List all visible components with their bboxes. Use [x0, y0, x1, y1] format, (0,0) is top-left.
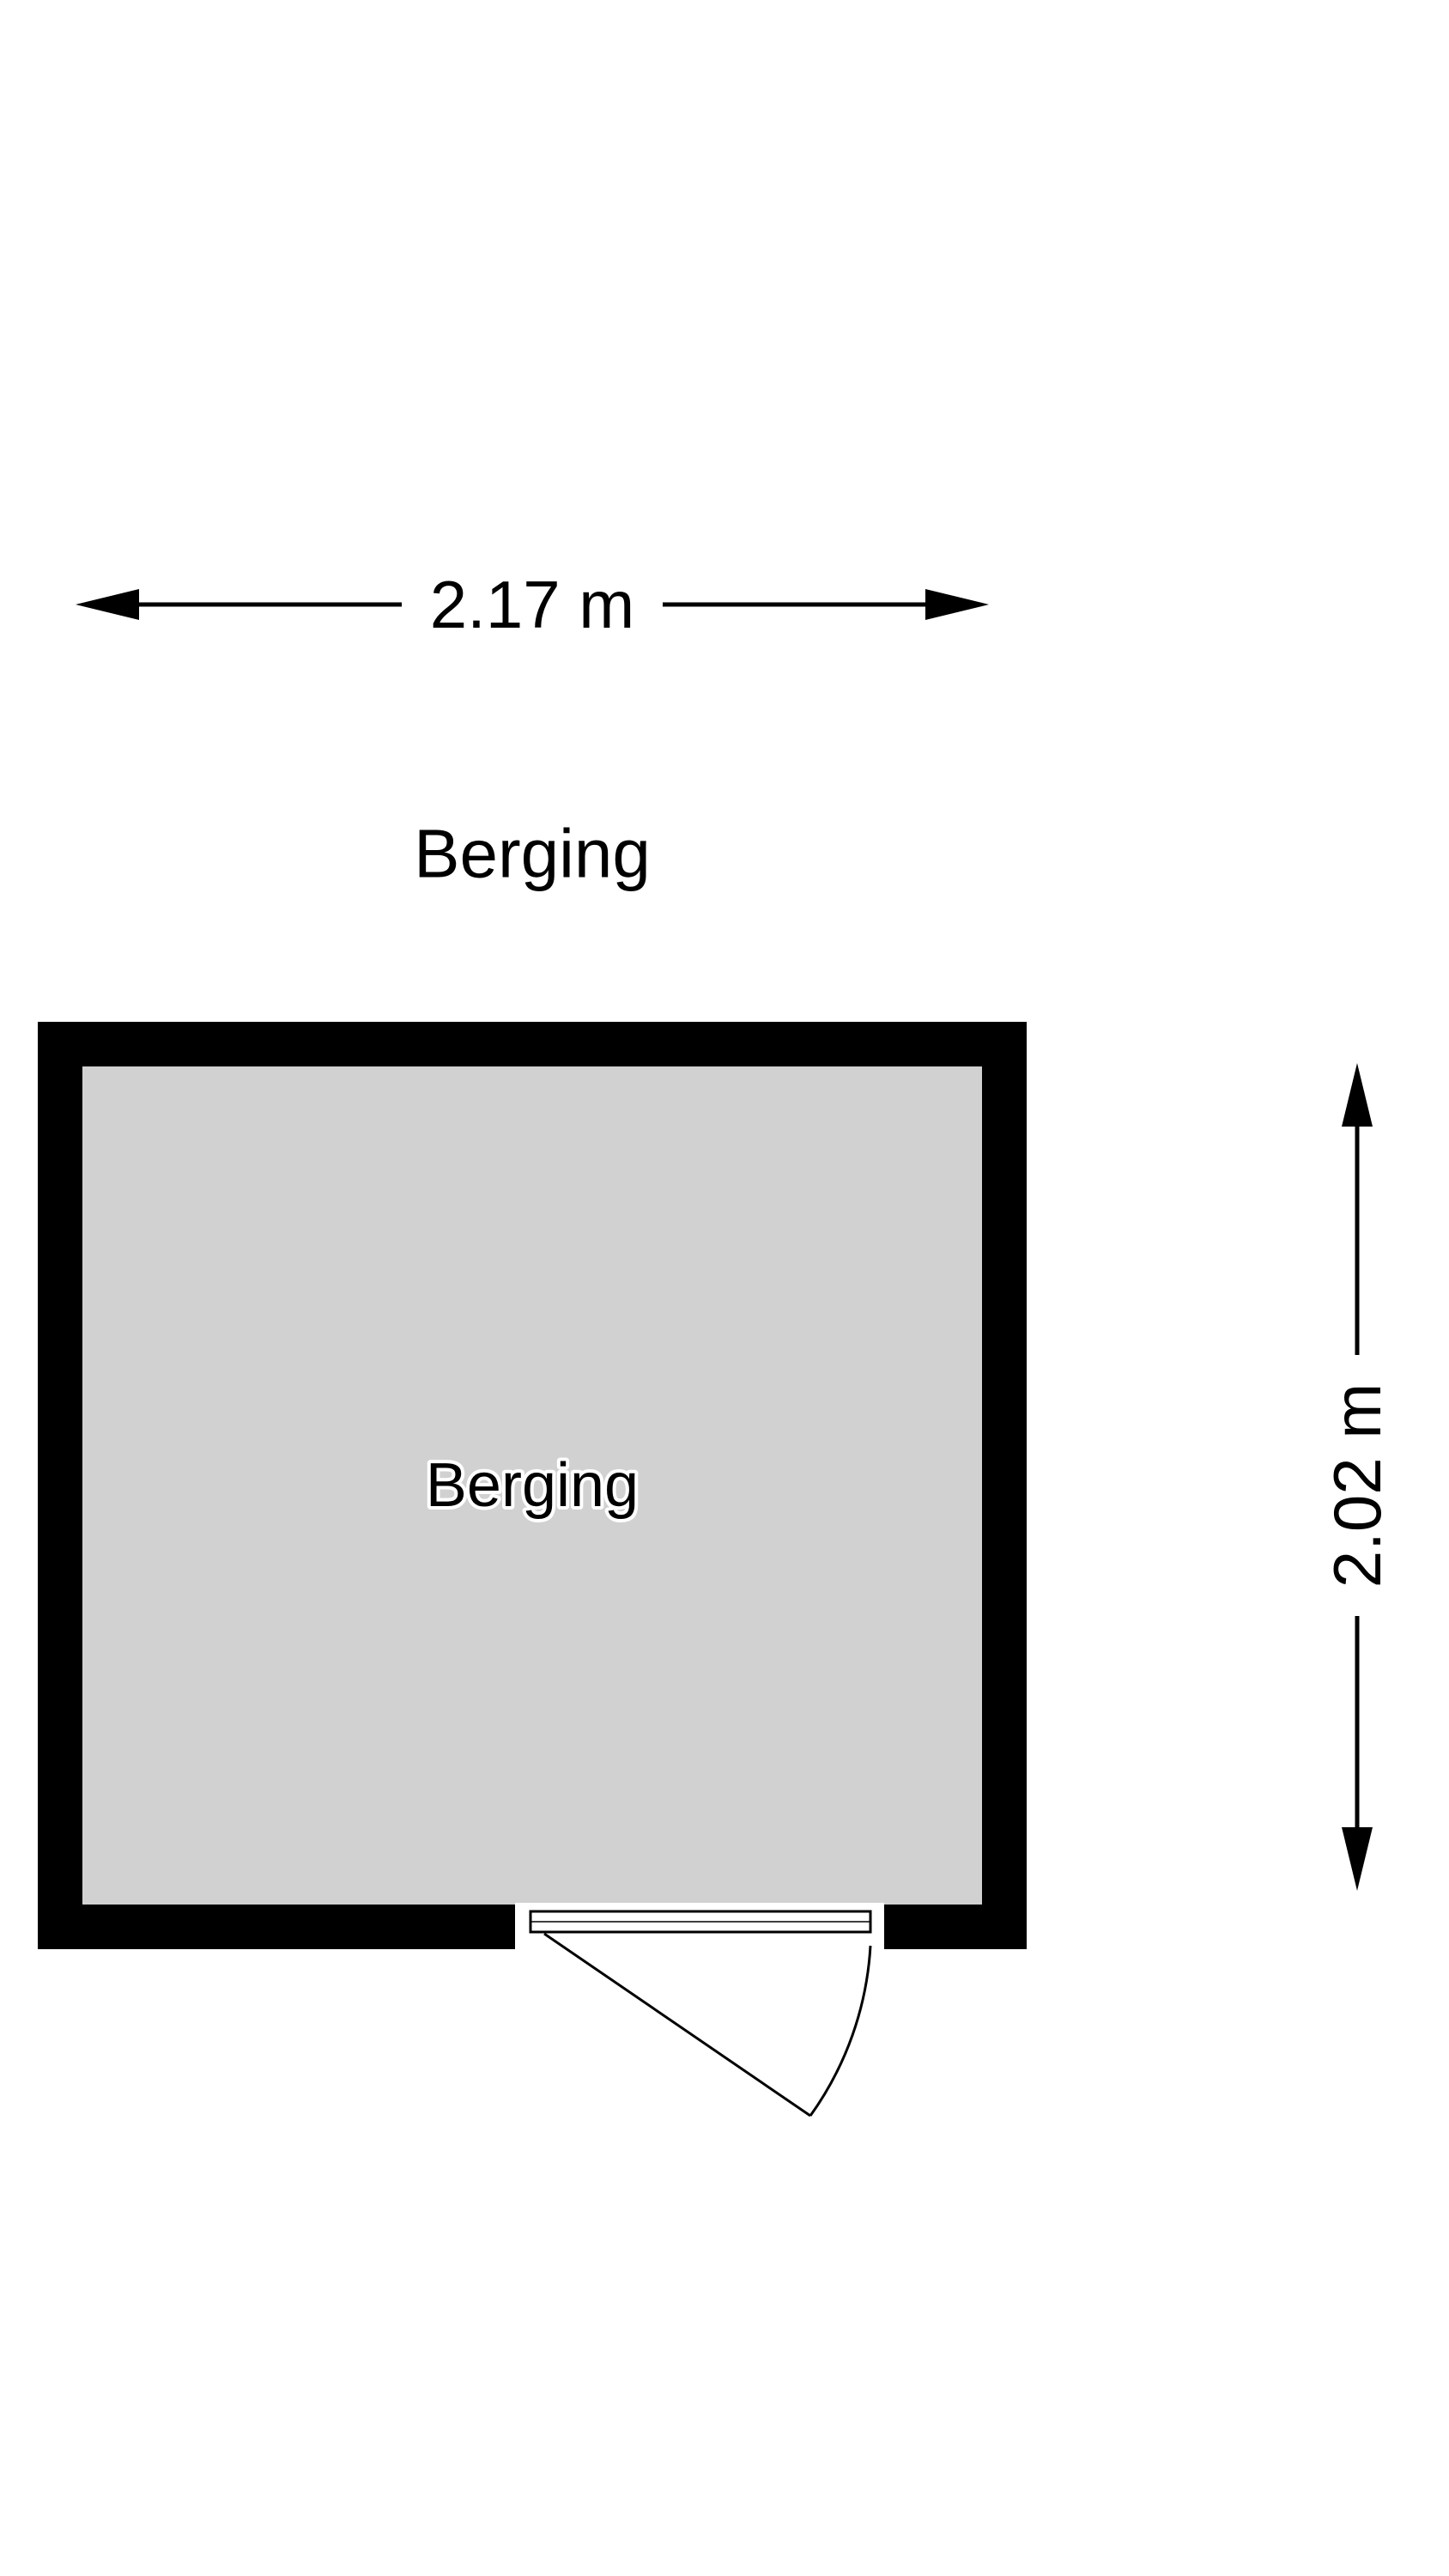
arrow-up-icon [1342, 1063, 1373, 1127]
room-title: Berging [414, 816, 651, 892]
arrow-left-icon [76, 589, 139, 620]
door-leaf [543, 1932, 811, 2117]
arrow-right-icon [925, 589, 989, 620]
width-dimension: 2.17 m [76, 567, 989, 642]
room-label: Berging [426, 1451, 639, 1520]
room-berging: Berging [38, 1022, 1027, 1949]
arrow-down-icon [1342, 1827, 1373, 1891]
door-swing-arc [809, 1945, 872, 2117]
door [515, 1903, 884, 2117]
room-floor [82, 1066, 982, 1905]
height-dimension: 2.02 m [1319, 1063, 1395, 1891]
height-dimension-label: 2.02 m [1319, 1383, 1395, 1588]
width-dimension-label: 2.17 m [430, 567, 634, 642]
